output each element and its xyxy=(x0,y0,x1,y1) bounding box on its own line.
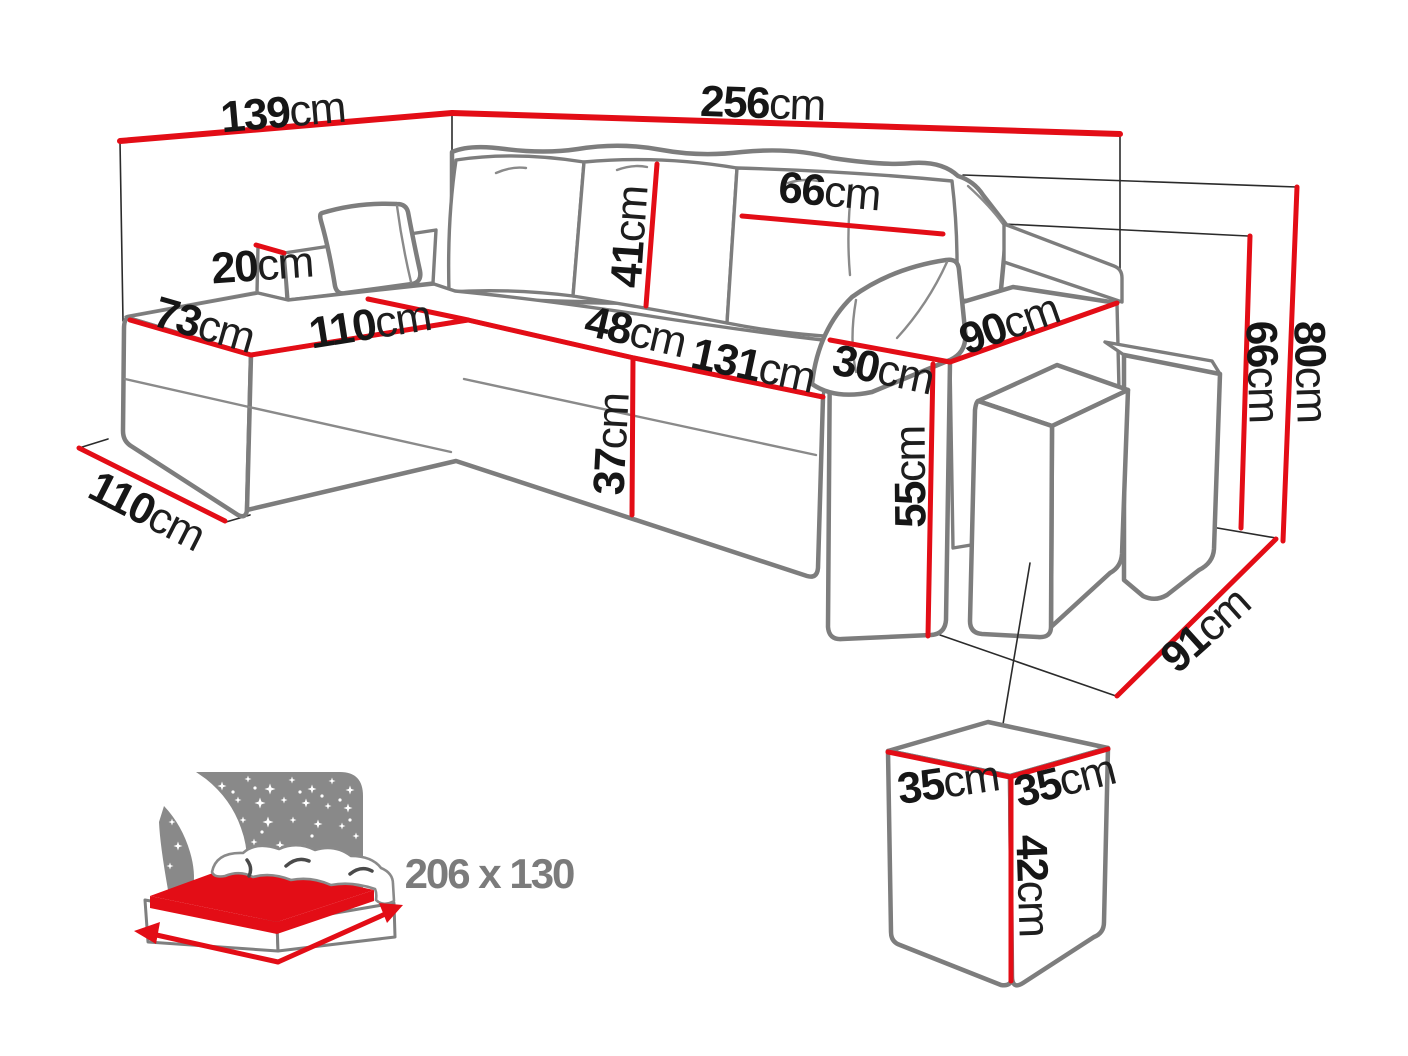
armrest-pillow xyxy=(809,257,968,397)
dim-line-110-floor xyxy=(76,445,228,524)
dim-line-131 xyxy=(631,355,826,400)
dim-line-35-left xyxy=(885,749,1013,780)
cushion-crease-1 xyxy=(494,166,528,175)
sofa-illustration xyxy=(120,143,1223,642)
bed-base-right xyxy=(275,901,397,953)
dim-label-55: 55cm xyxy=(886,426,936,528)
dim-label-30: 30cm xyxy=(828,335,938,404)
height-80-guide xyxy=(962,174,1298,188)
bed-mattress-side-left xyxy=(150,896,277,934)
seat-surface xyxy=(124,282,833,399)
dimension-lines xyxy=(76,110,1300,984)
back-cushion-left xyxy=(446,154,586,298)
dim-line-48 xyxy=(465,317,637,361)
dim-line-139 xyxy=(117,110,455,144)
bed-mattress-side-right xyxy=(277,890,374,934)
floor-front-guide xyxy=(939,634,1117,697)
chaise-end-face xyxy=(120,315,254,519)
dim-line-73 xyxy=(127,317,254,358)
dim-label-20: 20cm xyxy=(210,238,315,294)
backrest-fold-crease xyxy=(966,184,1005,226)
height-66-guide xyxy=(1003,223,1249,237)
sleeping-size-label: 206 x 130 xyxy=(405,850,574,897)
armrest-pillow-crease-1 xyxy=(895,260,949,340)
wall-left-edge xyxy=(119,140,124,322)
pouf-front-right xyxy=(1048,387,1131,630)
dim-label-80: 80cm xyxy=(1284,320,1337,423)
bed-arrow-width-head xyxy=(379,903,403,923)
dim-label-48: 48cm xyxy=(580,297,690,368)
duvet-crease-3 xyxy=(245,858,253,878)
cushion-crease-3 xyxy=(786,178,820,185)
dimension-labels: 139cm 256cm 20cm 73cm 110cm 41cm 66cm 48… xyxy=(81,77,1337,937)
ottoman-detail xyxy=(885,719,1111,988)
dim-line-66-right xyxy=(1238,233,1253,531)
dim-label-41: 41cm xyxy=(602,185,658,290)
dim-line-55 xyxy=(925,361,936,639)
dim-line-35-right xyxy=(1007,746,1111,780)
dim-label-139: 139cm xyxy=(219,83,347,143)
floor-left-tick-1 xyxy=(78,438,109,449)
sleeping-function-icon: 206 x 130 xyxy=(134,772,576,965)
dim-line-91 xyxy=(1114,536,1279,699)
bed-mattress-top xyxy=(150,862,374,922)
dim-line-80 xyxy=(1280,184,1300,544)
dim-line-41 xyxy=(643,161,660,309)
bed-arrow-length-head xyxy=(134,922,160,944)
dim-label-42: 42cm xyxy=(1006,834,1059,937)
chaise-pillow xyxy=(317,201,423,296)
cushion-crease-4 xyxy=(847,183,854,277)
armrest-front-face xyxy=(825,337,953,642)
dim-line-90 xyxy=(947,300,1120,365)
front-face-seam-left xyxy=(247,405,453,454)
dim-label-35-left: 35cm xyxy=(894,751,1001,814)
dim-line-256 xyxy=(449,110,1123,137)
chaise-pillow-fold xyxy=(395,204,413,284)
bed-arrow-width xyxy=(275,908,395,965)
back-panel-right xyxy=(1002,222,1124,304)
pouf-back-front xyxy=(1121,352,1223,601)
pouf-pointer-line xyxy=(999,562,1031,743)
front-face-seam-right xyxy=(462,377,818,457)
pouf-front-face xyxy=(967,398,1055,640)
bed-arrow-length xyxy=(149,931,281,965)
chaise-end-seam xyxy=(123,377,251,409)
bed-icon xyxy=(134,843,403,965)
dim-label-66-cushion: 66cm xyxy=(777,163,882,221)
dim-line-20 xyxy=(253,242,287,256)
dim-line-48-back xyxy=(365,296,471,323)
dim-line-110-chaise xyxy=(248,317,471,358)
duvet-crease-1 xyxy=(284,857,311,868)
night-panel-sliver xyxy=(159,806,194,890)
dim-line-30 xyxy=(827,337,953,365)
stars xyxy=(166,775,360,870)
dim-line-66-cushion xyxy=(739,213,946,237)
armrest-pillow-crease-2 xyxy=(851,298,858,374)
dim-label-66-right: 66cm xyxy=(1236,320,1289,423)
dim-label-256: 256cm xyxy=(699,77,825,130)
cushion-crease-2 xyxy=(615,164,649,172)
duvet-crease-2 xyxy=(348,866,374,876)
dim-label-110-chaise: 110cm xyxy=(306,291,434,359)
dim-line-37 xyxy=(629,355,636,518)
dim-label-35-right: 35cm xyxy=(1009,745,1119,817)
dim-label-37: 37cm xyxy=(584,392,638,496)
